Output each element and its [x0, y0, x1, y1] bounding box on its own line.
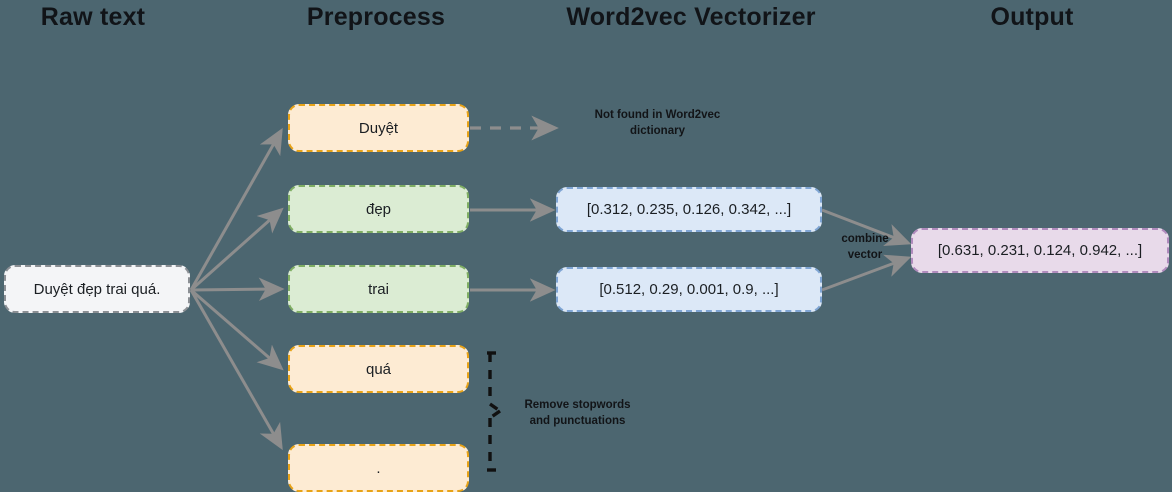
annotation-combine-vector: combine vector: [841, 233, 889, 261]
token-box-trai[interactable]: trai: [288, 265, 469, 313]
output-vector-value: [0.631, 0.231, 0.124, 0.942, ...]: [937, 242, 1143, 259]
token-box-punctuation[interactable]: .: [288, 444, 469, 492]
vector-value: [0.312, 0.235, 0.126, 0.342, ...]: [586, 201, 792, 218]
column-title-word2vec-vectorizer: Word2vec Vectorizer: [566, 3, 816, 31]
column-title-raw-text: Raw text: [40, 3, 146, 31]
token-label: Duyệt: [358, 119, 399, 137]
column-title-preprocess: Preprocess: [306, 3, 446, 31]
token-box-duyet[interactable]: Duyệt: [288, 104, 469, 152]
token-box-qua[interactable]: quá: [288, 345, 469, 393]
brace-removed-tokens: [487, 351, 501, 472]
vector-box-dep[interactable]: [0.312, 0.235, 0.126, 0.342, ...]: [556, 187, 822, 232]
token-label: quá: [365, 360, 392, 378]
raw-text-box[interactable]: Duyệt đẹp trai quá.: [4, 265, 190, 313]
vector-box-trai[interactable]: [0.512, 0.29, 0.001, 0.9, ...]: [556, 267, 822, 312]
annotation-remove-stopwords: Remove stopwords and punctuations: [524, 399, 631, 427]
annotation-not-found-in-dictionary: Not found in Word2vec dictionary: [594, 109, 721, 137]
output-vector-box[interactable]: [0.631, 0.231, 0.124, 0.942, ...]: [911, 228, 1169, 273]
vector-value: [0.512, 0.29, 0.001, 0.9, ...]: [599, 281, 779, 298]
token-box-dep[interactable]: đẹp: [288, 185, 469, 233]
token-label: .: [376, 459, 381, 477]
column-title-output: Output: [990, 3, 1074, 31]
token-label: đẹp: [365, 200, 392, 218]
token-label: trai: [368, 280, 389, 298]
fanout-arrows: [189, 127, 285, 451]
raw-text-value: Duyệt đẹp trai quá.: [33, 280, 161, 298]
